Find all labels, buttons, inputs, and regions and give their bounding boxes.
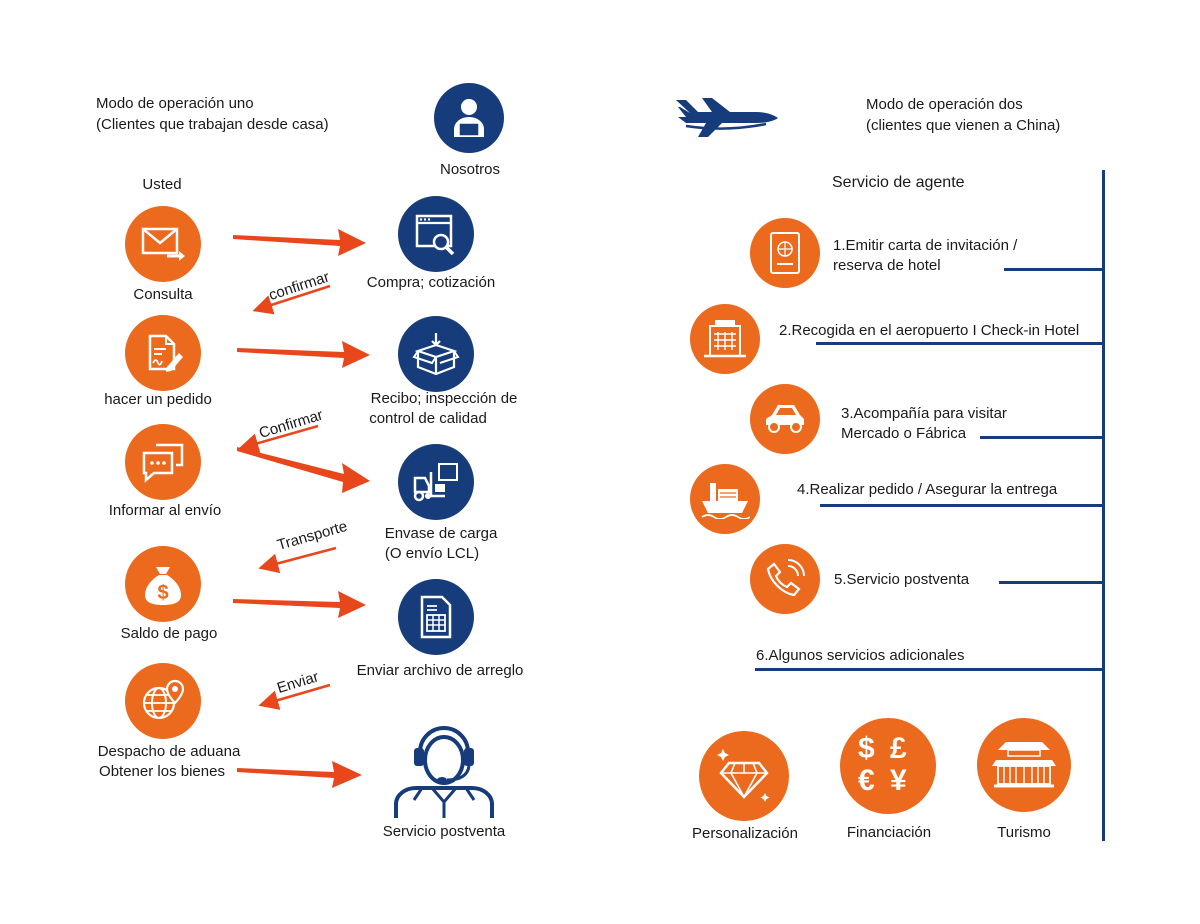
extra-financing: $ £ € ¥ [840, 718, 936, 814]
service-1-line2: reserva de hotel [833, 257, 941, 274]
mode-one-title: Modo de operación uno [96, 95, 254, 112]
forklift-icon [413, 463, 458, 502]
company-documents-label: Enviar archivo de arreglo [356, 662, 524, 679]
service-invitation [750, 218, 820, 288]
service-2-connector [816, 342, 1104, 345]
euro-glyph: € [858, 764, 875, 797]
company-avatar [434, 83, 504, 153]
process-arrows [233, 229, 370, 788]
company-inspection [398, 316, 474, 392]
pound-glyph: £ [890, 732, 907, 765]
service-6-connector [755, 668, 1104, 671]
we-label: Nosotros [439, 161, 501, 178]
company-inspection-label-1: Recibo; inspección de [370, 390, 518, 407]
arrow-forward-3 [237, 447, 370, 493]
service-4-line1: 4.Realizar pedido / Asegurar la entrega [797, 481, 1058, 498]
service-visit [750, 384, 820, 454]
company-loading-label-1: Envase de carga [384, 525, 498, 542]
step-inquiry-label: Consulta [133, 286, 193, 303]
extra-tourism [977, 718, 1071, 812]
service-3-line1: 3.Acompañía para visitar [841, 405, 1007, 422]
hotel-icon [704, 320, 746, 358]
extra-financing-label: Financiación [846, 824, 932, 841]
arrow-return-4 [258, 683, 331, 710]
company-loading [398, 444, 474, 520]
step-payment: $ [125, 546, 201, 622]
step-order [125, 315, 201, 391]
company-loading-label-2: (O envío LCL) [384, 545, 480, 562]
company-aftersales-label: Servicio postventa [382, 823, 506, 840]
step-payment-label: Saldo de pago [120, 625, 218, 642]
agent-service-title: Servicio de agente [832, 174, 965, 191]
arrow-forward-4 [233, 591, 366, 618]
ship-icon [701, 483, 750, 519]
passport-icon [770, 232, 800, 274]
step-order-label: hacer un pedido [104, 391, 212, 408]
dollar-glyph: $ [858, 732, 875, 765]
extra-tourism-label: Turismo [997, 824, 1051, 841]
step-notify-label: Informar al envío [108, 502, 222, 519]
service-5-line1: 5.Servicio postventa [834, 571, 970, 588]
currency-icon: $ £ € ¥ [858, 732, 918, 797]
globe-pin-icon [142, 679, 185, 720]
money-bag-icon: $ [145, 567, 181, 605]
step-inquiry [125, 206, 201, 282]
mode-two-subtitle: (clientes que vienen a China) [866, 117, 1061, 134]
arrow-return-3 [258, 546, 337, 574]
envelope-icon [141, 227, 185, 261]
arrow-forward-2 [237, 341, 370, 368]
company-inspection-label-2: control de calidad [369, 410, 487, 427]
arrow-forward-5 [237, 761, 362, 788]
service-4-connector [820, 504, 1104, 507]
arrow-return-1 [252, 284, 331, 315]
company-documents [398, 579, 474, 655]
extra-customization-label: Personalización [692, 825, 798, 842]
document-sign-icon [148, 334, 183, 372]
service-airport [690, 304, 760, 374]
extra-customization [699, 731, 789, 821]
step-customs-label-2: Obtener los bienes [99, 763, 225, 780]
mode-one-subtitle: (Clientes que trabajan desde casa) [96, 116, 329, 133]
you-label: Usted [142, 176, 182, 193]
open-box-icon [412, 333, 460, 376]
spreadsheet-icon [420, 595, 452, 639]
service-order [690, 464, 760, 534]
service-6-line1: 6.Algunos servicios adicionales [756, 647, 965, 664]
service-1-line1: 1.Emitir carta de invitación / [833, 237, 1018, 254]
service-1-connector [1004, 268, 1104, 271]
step-customs-label-1: Despacho de aduana [97, 743, 241, 760]
company-purchase-label: Compra; cotización [366, 274, 496, 291]
yen-glyph: ¥ [890, 764, 907, 797]
arrow-return-2 [238, 424, 319, 453]
palace-icon [992, 742, 1056, 788]
service-aftersales [750, 544, 820, 614]
person-laptop-icon [454, 99, 484, 137]
service-2-line1: 2.Recogida en el aeropuerto I Check-in H… [779, 322, 1080, 339]
airplane-icon [676, 98, 778, 137]
step-customs [125, 663, 201, 739]
arrow-forward-1 [233, 229, 366, 256]
mode-two-title: Modo de operación dos [866, 96, 1023, 113]
service-5-connector [999, 581, 1104, 584]
browser-search-icon [415, 214, 455, 256]
phone-icon [766, 559, 805, 597]
service-3-connector [980, 436, 1104, 439]
company-purchase [398, 196, 474, 272]
chat-bubbles-icon [142, 443, 184, 483]
diamond-icon [717, 749, 770, 802]
car-icon [766, 405, 804, 433]
headset-agent-icon [394, 726, 494, 818]
step-notify [125, 424, 201, 500]
service-3-line2: Mercado o Fábrica [841, 425, 967, 442]
svg-text:$: $ [157, 582, 168, 604]
